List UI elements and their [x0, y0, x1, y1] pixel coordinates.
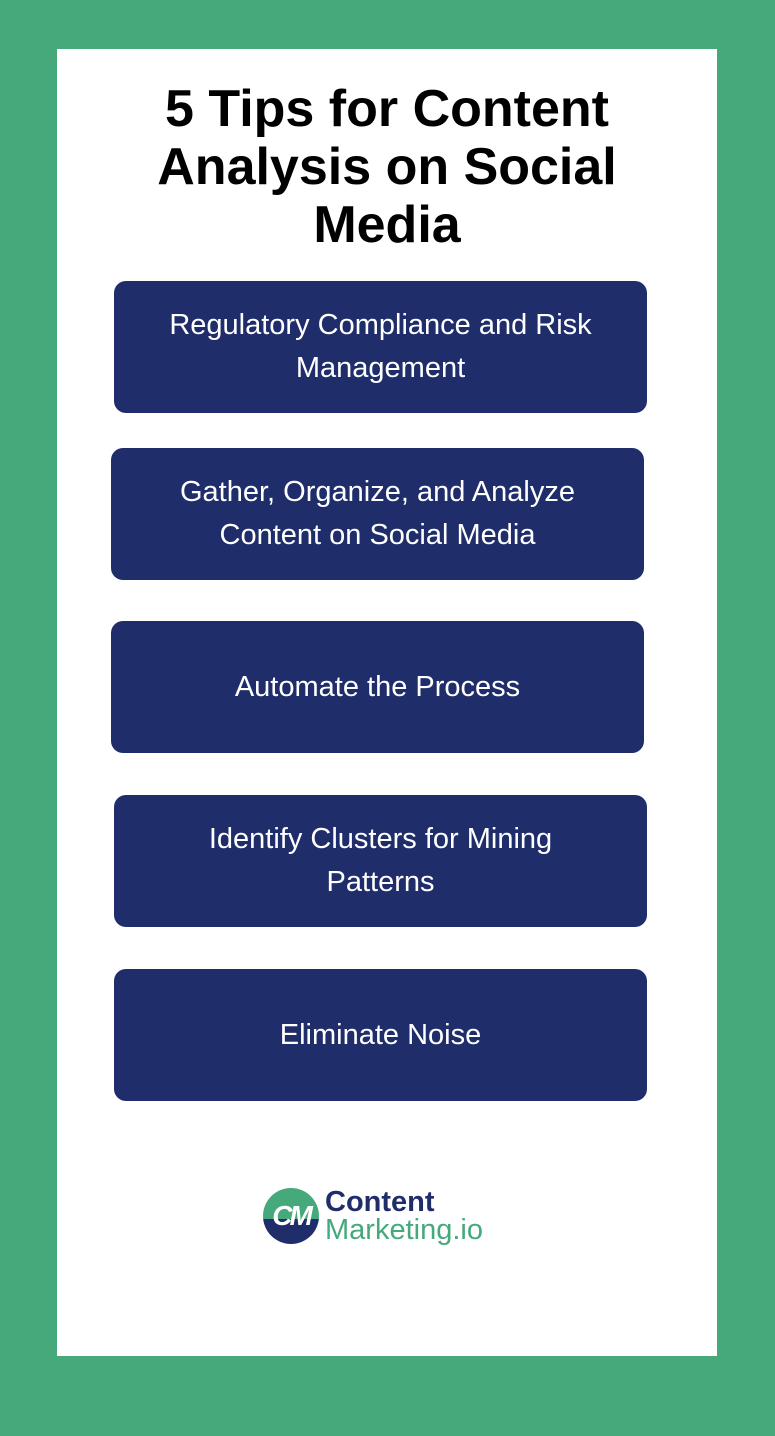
title-line: Analysis on Social	[157, 138, 617, 196]
tip-box-1: Regulatory Compliance and Risk Managemen…	[114, 281, 647, 413]
tip-label: Eliminate Noise	[279, 1018, 482, 1051]
tip-label: Regulatory Compliance and Risk Managemen…	[169, 309, 592, 384]
tip-label: Identify Clusters for Mining Patterns	[208, 823, 553, 898]
cm-logo-icon: CM	[263, 1188, 319, 1244]
tip-label: Gather, Organize, and Analyze Content on…	[180, 476, 575, 551]
tip-label: Automate the Process	[234, 670, 521, 703]
tip-box-4: Identify Clusters for Mining Patterns	[114, 795, 647, 927]
logo-line-1: Content	[325, 1186, 435, 1218]
title-line: 5 Tips for Content	[165, 80, 609, 138]
logo-line-2: Marketing.io	[325, 1214, 483, 1246]
tip-box-5: Eliminate Noise	[114, 969, 647, 1101]
logo-wordmark: Content Marketing.io	[325, 1186, 483, 1246]
page-title: 5 Tips for Content Analysis on Social Me…	[57, 80, 717, 254]
tip-box-3: Automate the Process	[111, 621, 644, 753]
tip-box-2: Gather, Organize, and Analyze Content on…	[111, 448, 644, 580]
title-line: Media	[313, 196, 461, 254]
contentmarketing-logo: CM Content Marketing.io	[263, 1186, 483, 1246]
